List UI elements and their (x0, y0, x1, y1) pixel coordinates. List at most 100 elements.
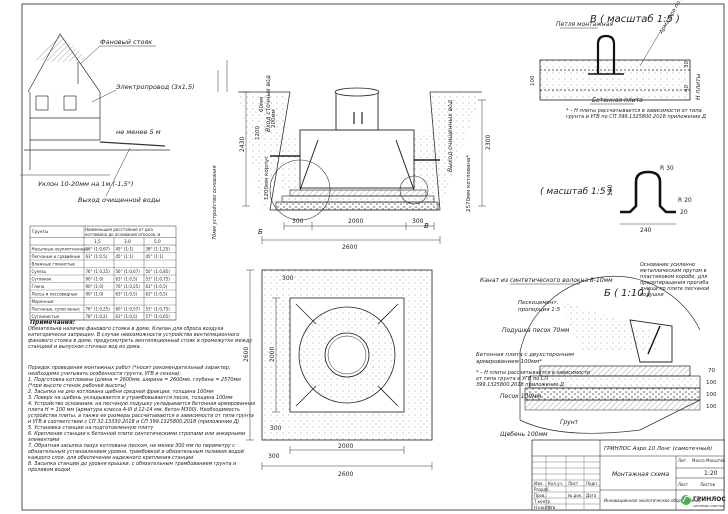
dim-100: 100 (530, 75, 536, 86)
dim-100-a: 100 (706, 380, 717, 386)
table-cell: Насыпные неуплотненные (32, 247, 89, 252)
table-cell: 45° (1:1) (116, 247, 134, 252)
tb-scale: 1:20 (704, 470, 718, 477)
dim-2600-horizontal: 2600 (338, 471, 353, 478)
table-cell: 90° (1:0) (86, 277, 104, 282)
install-step: 3. Поверх на щебень укладывается и утрам… (28, 395, 233, 401)
loop-label: Петля монтажная (556, 21, 613, 28)
station-neck (335, 91, 379, 131)
detail-b: Б ( 1:10 ) Канат из синтетического волок… (476, 262, 717, 438)
table-cell: Моренные: (32, 299, 55, 304)
dim-1200: 1200 (255, 126, 261, 140)
table-cell: 63° (1:0,5) (116, 277, 138, 282)
dim-300-left: 300 (292, 218, 304, 225)
top-left-labels: Фановый стояк Электропровод (3х1,5) не м… (38, 38, 195, 204)
table-cell: 63° (1:0,5) (146, 284, 168, 289)
dim-2300: 2300 (485, 135, 492, 150)
r20-label: R 20 (678, 197, 692, 204)
table-cell: 76° (1:0,25) (86, 307, 111, 312)
outlet-label: Выход очищенной воды (78, 196, 160, 204)
table-cell: 63° (1:0,5) (146, 292, 168, 297)
detail-loop: ( масштаб 1:5 ) R 30 R 20 180 20 240 (540, 165, 692, 234)
slope-label: Уклон 10-20мм на 1м (-1,5°) (38, 180, 134, 188)
table-cell: 38° (1:1,25) (146, 247, 171, 252)
table-cell: 45° (1:1) (146, 254, 164, 259)
tb-col-podp: Подп. (586, 481, 598, 486)
dim-60: 60мм (259, 97, 265, 112)
tb-company: Инновационное экологическое оборудование (604, 498, 702, 503)
d240-label: 240 (640, 227, 652, 234)
table-cell: 63° (1:0,5) (116, 314, 138, 319)
dim-40: 40 (684, 85, 690, 92)
notes-text: Обязательна наличие фанового стояка в до… (28, 326, 253, 350)
detail-v-title: В ( масштаб 1:5 ) (590, 13, 680, 25)
table-cell: Глина (32, 284, 45, 289)
dim-2600: 2600 (342, 244, 357, 251)
table-cell: 76° (1:0,25) (116, 284, 141, 289)
mark-b: Б (258, 228, 263, 236)
table-cell: Суглинок (32, 277, 52, 282)
table-subheader: 3,0 (124, 239, 131, 244)
dim-base: 70мм устройство основания (212, 165, 218, 240)
table-subheader: 5,0 (154, 239, 161, 244)
tb-row: Т.контр. (533, 499, 551, 504)
sand-label: Песок 100мм (500, 393, 542, 400)
table-cell: 56° (1:0,67) (116, 269, 141, 274)
install-step: 8. Засыпка станции до уровня крышки, с о… (28, 461, 237, 473)
detail-b-title: Б ( 1:10 ) (604, 288, 651, 299)
brand-sub: СИСТЕМЫ ОЧИСТКИ (693, 504, 724, 508)
table-cell: Суглинистые (32, 314, 60, 319)
station-lid (334, 87, 380, 97)
tb-col-doc: № док. (568, 493, 582, 498)
loop-shape (620, 170, 676, 214)
install-step: 5. Установка станции на подготовленную п… (28, 425, 154, 431)
tb-product: ГРИНЛОС Аэро 10 Лонг (самотечный) (604, 446, 712, 452)
tb-lit: Лит. (678, 458, 687, 463)
dim-300-top: 300 (282, 275, 294, 282)
table-cell: 76° (1:0,25) (86, 269, 111, 274)
install-title: Порядок проведения монтажных работ (*нос… (28, 365, 231, 377)
soil-label: Грунт (560, 419, 579, 426)
sheet-frame (21, 3, 725, 511)
tb-row: Пров. (534, 493, 546, 498)
table-cell: 90° (1:0) (86, 292, 104, 297)
detail-v-note: * – Н плиты рассчитывается в зависимости… (566, 108, 706, 120)
base-note-label: Основание усиленно металлическим прутом … (640, 262, 710, 298)
tb-col-list: Лист (568, 481, 579, 486)
notes-block: Примечания: Обязательна наличие фанового… (28, 319, 255, 473)
gravel-label: Щебень 100мм (500, 431, 548, 438)
tb-row: Утв. (548, 505, 556, 510)
sand-cement-label: Пескоцемент, пропорция 1:5 (518, 300, 561, 313)
pipe-min-label: не менее 5 м (116, 128, 161, 136)
notes-title: Примечания: (30, 319, 75, 326)
title-block: Изм. Кол.уч. Лист № док. Подп. Дата Разр… (531, 439, 726, 511)
install-step: 1. Подготовка котлована (длина = 2600мм,… (28, 377, 241, 389)
dim-70: 70 (708, 368, 715, 374)
table-cell: 78° (1:0,2) (86, 314, 108, 319)
table-cell: 53° (1:0,75) (146, 307, 171, 312)
dim-300-right: 300 (412, 218, 424, 225)
dim-30: 30 (684, 61, 690, 68)
dim-2000-vertical: 2000 (269, 347, 276, 362)
table-cell: Влажные глинистые (32, 262, 76, 267)
table-cell: 50° (1:0,85) (146, 269, 171, 274)
tb-sheet-name: Монтажная схема (612, 471, 670, 478)
tb-row: Н.контр. (534, 505, 552, 510)
outlet-label: Выход очищенных вод (447, 100, 454, 172)
detail-v: В ( масштаб 1:5 ) Петля монтажная Армату… (530, 0, 712, 120)
dim-300-bottom: 300 (270, 425, 282, 432)
table-cell: 60° (1:0,57) (116, 307, 141, 312)
station-body (299, 129, 415, 189)
dim-2600-vertical: 2600 (243, 347, 250, 362)
cable-label: Электропровод (3х1,5) (115, 83, 195, 91)
table-cell: 56° (1:0,67) (86, 247, 111, 252)
lifting-loop (596, 34, 616, 74)
section-view: Б В Вход сточных вод Выход очищенных вод… (212, 60, 492, 251)
tb-row: Разраб. (534, 487, 550, 492)
tb-mass: Масса (692, 458, 705, 463)
dim-2000-horizontal: 2000 (338, 443, 353, 450)
install-step: 2. Засыпка на дно котлована щебня средне… (28, 389, 214, 395)
dim-2000: 2000 (348, 218, 363, 225)
